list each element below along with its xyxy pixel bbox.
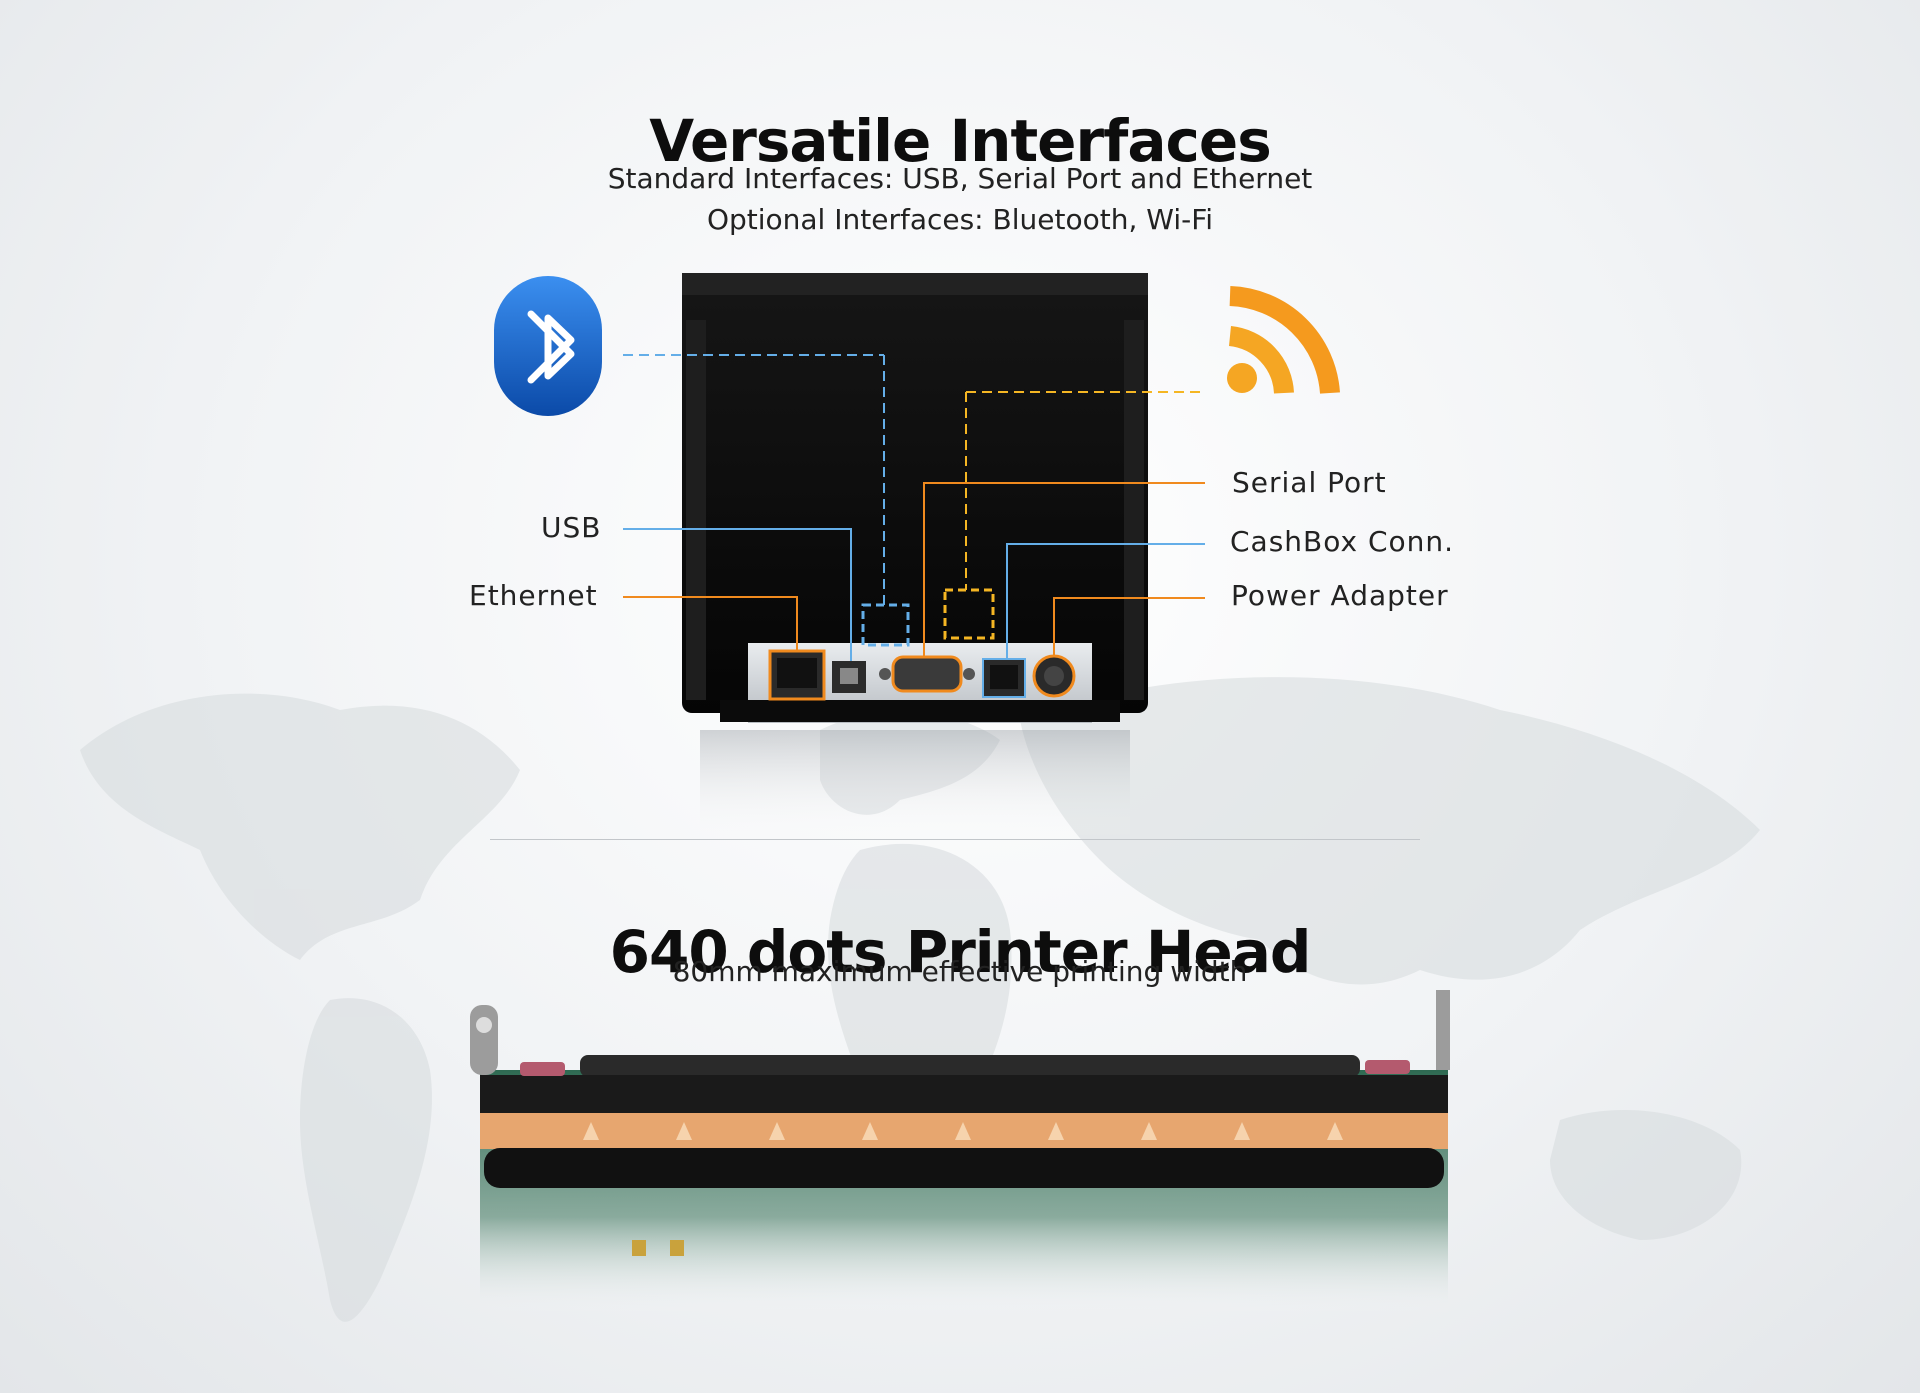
power-port xyxy=(1032,654,1076,698)
interfaces-title: Versatile Interfaces xyxy=(649,106,1271,175)
ethernet-label: Ethernet xyxy=(469,579,598,612)
printer-head-image xyxy=(470,990,1450,1315)
cashbox-port xyxy=(982,658,1026,698)
cashbox-label: CashBox Conn. xyxy=(1230,525,1455,558)
ethernet-port xyxy=(771,652,823,698)
usb-port xyxy=(832,661,866,693)
wifi-icon xyxy=(1227,286,1340,394)
optional-interfaces-text: Optional Interfaces: Bluetooth, Wi-Fi xyxy=(706,203,1214,236)
power-adapter-label: Power Adapter xyxy=(1231,579,1449,612)
bluetooth-icon xyxy=(494,276,602,416)
printer-rear-view xyxy=(682,273,1148,840)
standard-interfaces-text: Standard Interfaces: USB, Serial Port an… xyxy=(607,162,1313,195)
printer-head-subtitle: 80mm maximum effective printing width xyxy=(672,955,1248,988)
serial-port-label: Serial Port xyxy=(1232,466,1387,499)
usb-label: USB xyxy=(541,511,602,544)
printer-head-title: 640 dots Printer Head xyxy=(609,918,1312,987)
section-divider xyxy=(490,839,1420,840)
serial-port xyxy=(879,655,975,693)
